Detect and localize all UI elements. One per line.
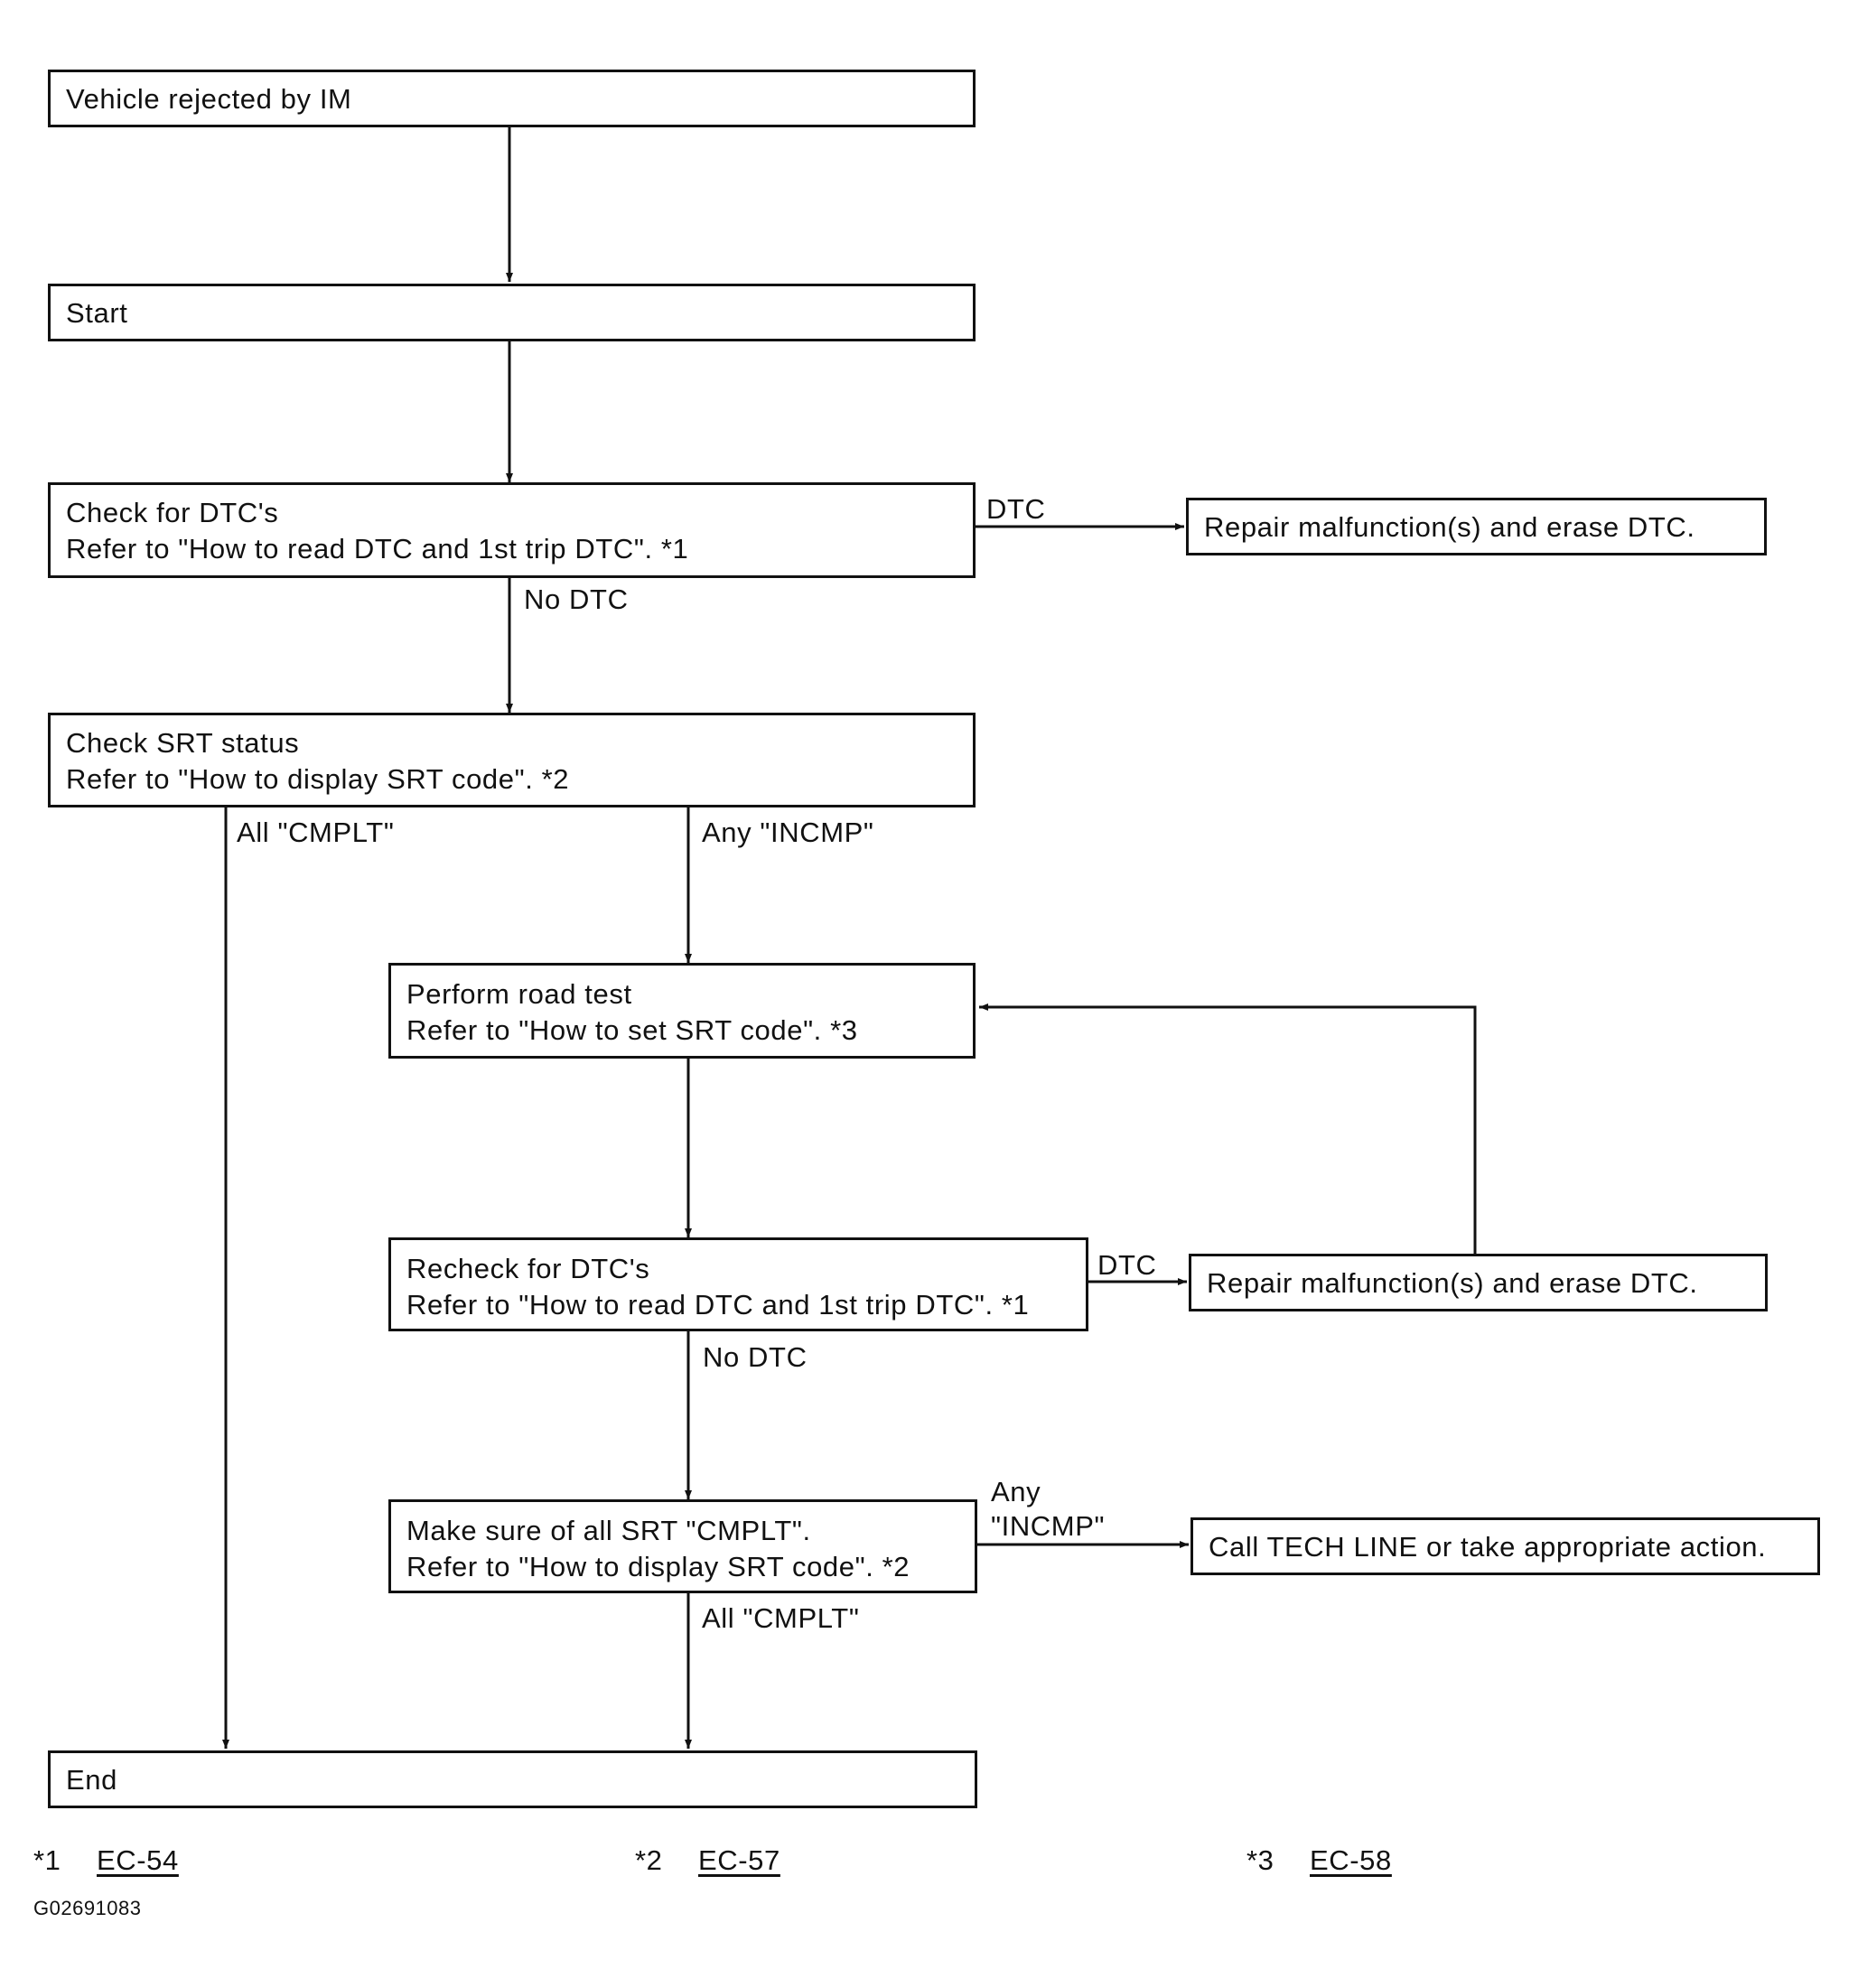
footnote-mark: *2: [635, 1844, 663, 1876]
edge-label-all-cmplt-2: All "CMPLT": [702, 1602, 860, 1634]
footnote-mark: *1: [33, 1844, 61, 1876]
node-text: Start: [66, 297, 128, 329]
footnote-1: *1 EC-54: [33, 1843, 179, 1878]
footnote-2: *2 EC-57: [635, 1843, 780, 1878]
node-text: Refer to "How to display SRT code". *2: [406, 1551, 910, 1582]
footnote-mark: *3: [1246, 1844, 1274, 1876]
node-text: Check for DTC's: [66, 497, 279, 528]
node-road-test: Perform road test Refer to "How to set S…: [388, 963, 976, 1059]
node-tech-line: Call TECH LINE or take appropriate actio…: [1190, 1517, 1820, 1575]
edge-label-any-incmp-2-line1: Any: [991, 1476, 1041, 1507]
edge-label-dtc-1: DTC: [986, 493, 1046, 525]
figure-code: G02691083: [33, 1897, 142, 1919]
node-text: Refer to "How to set SRT code". *3: [406, 1014, 858, 1046]
node-start: Start: [48, 284, 976, 341]
node-end: End: [48, 1750, 977, 1808]
node-text: Repair malfunction(s) and erase DTC.: [1204, 511, 1695, 543]
edge-label-no-dtc-2: No DTC: [703, 1341, 808, 1373]
edge-label-no-dtc-1: No DTC: [524, 583, 629, 615]
node-text: Refer to "How to read DTC and 1st trip D…: [66, 533, 689, 565]
node-make-sure: Make sure of all SRT "CMPLT". Refer to "…: [388, 1499, 977, 1593]
node-text: Vehicle rejected by IM: [66, 83, 352, 115]
edge-label-any-incmp-2-line2: "INCMP": [991, 1510, 1106, 1542]
edge-label-any-incmp-1: Any "INCMP": [702, 817, 874, 848]
node-check-srt: Check SRT status Refer to "How to displa…: [48, 713, 976, 807]
node-text: Repair malfunction(s) and erase DTC.: [1207, 1267, 1698, 1299]
edge-label-dtc-2: DTC: [1097, 1249, 1157, 1281]
node-text: Refer to "How to display SRT code". *2: [66, 763, 570, 795]
node-text: Check SRT status: [66, 727, 300, 759]
node-text: Recheck for DTC's: [406, 1253, 650, 1284]
footnote-link-ec-54[interactable]: EC-54: [97, 1844, 179, 1876]
node-text: End: [66, 1764, 117, 1796]
node-text: Make sure of all SRT "CMPLT".: [406, 1515, 811, 1546]
arrow-repair-back-to-road-test: [979, 1003, 1477, 1254]
node-text: Perform road test: [406, 978, 632, 1010]
node-text: Call TECH LINE or take appropriate actio…: [1209, 1531, 1767, 1563]
node-vehicle-rejected: Vehicle rejected by IM: [48, 70, 976, 127]
footnote-link-ec-58[interactable]: EC-58: [1310, 1844, 1392, 1876]
node-recheck-dtc: Recheck for DTC's Refer to "How to read …: [388, 1237, 1088, 1331]
node-repair-2: Repair malfunction(s) and erase DTC.: [1189, 1254, 1768, 1311]
footnote-3: *3 EC-58: [1246, 1843, 1392, 1878]
node-text: Refer to "How to read DTC and 1st trip D…: [406, 1289, 1030, 1321]
node-repair-1: Repair malfunction(s) and erase DTC.: [1186, 498, 1767, 555]
footnote-link-ec-57[interactable]: EC-57: [698, 1844, 780, 1876]
edge-label-all-cmplt-1: All "CMPLT": [237, 817, 395, 848]
node-check-dtc: Check for DTC's Refer to "How to read DT…: [48, 482, 976, 578]
